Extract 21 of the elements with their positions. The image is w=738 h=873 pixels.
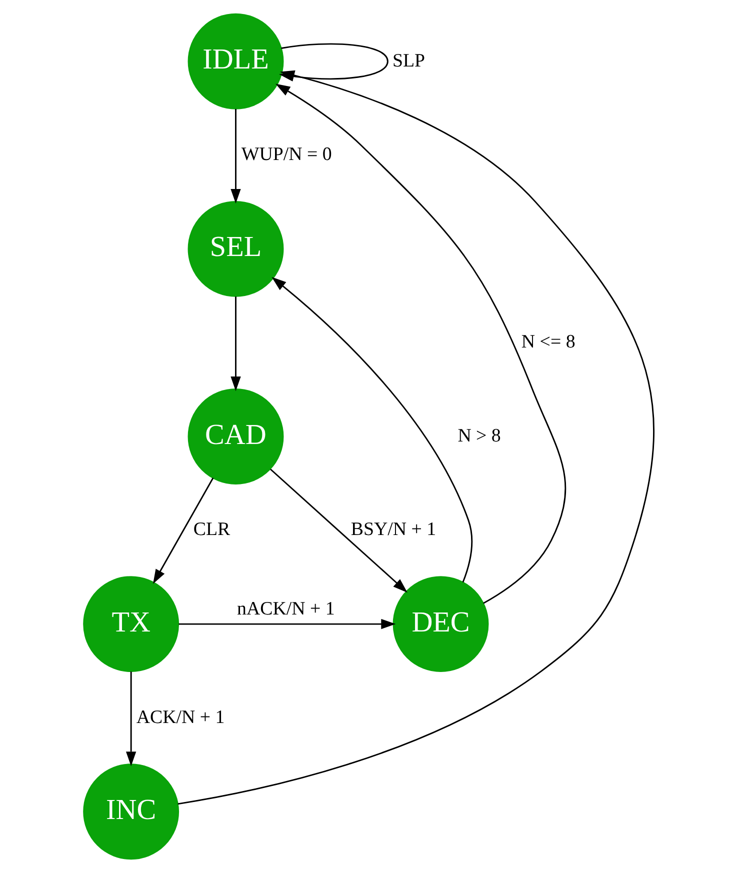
edge-label: CLR (193, 519, 230, 540)
edge-label: ACK/N + 1 (136, 706, 225, 728)
arrow (272, 277, 473, 582)
arrow (126, 672, 136, 766)
node-circle: TX (83, 576, 180, 672)
edge-label: N <= 8 (521, 332, 576, 353)
edge-label: SLP (392, 50, 426, 72)
edge-label: WUP/N = 0 (241, 144, 332, 166)
node-circle: INC (83, 764, 180, 860)
arrow (153, 478, 214, 584)
edge-label: nACK/N + 1 (237, 598, 335, 620)
node-circle: CAD (188, 388, 284, 484)
node-circle: SEL (188, 200, 284, 297)
arrow (178, 618, 396, 630)
arrow (270, 468, 408, 593)
arrow (230, 296, 241, 392)
arrow (230, 108, 241, 204)
edge-label: BSY/N + 1 (350, 519, 436, 540)
edge-label: N > 8 (458, 425, 501, 446)
arrow (276, 84, 566, 604)
node-circle: IDLE (188, 13, 284, 110)
